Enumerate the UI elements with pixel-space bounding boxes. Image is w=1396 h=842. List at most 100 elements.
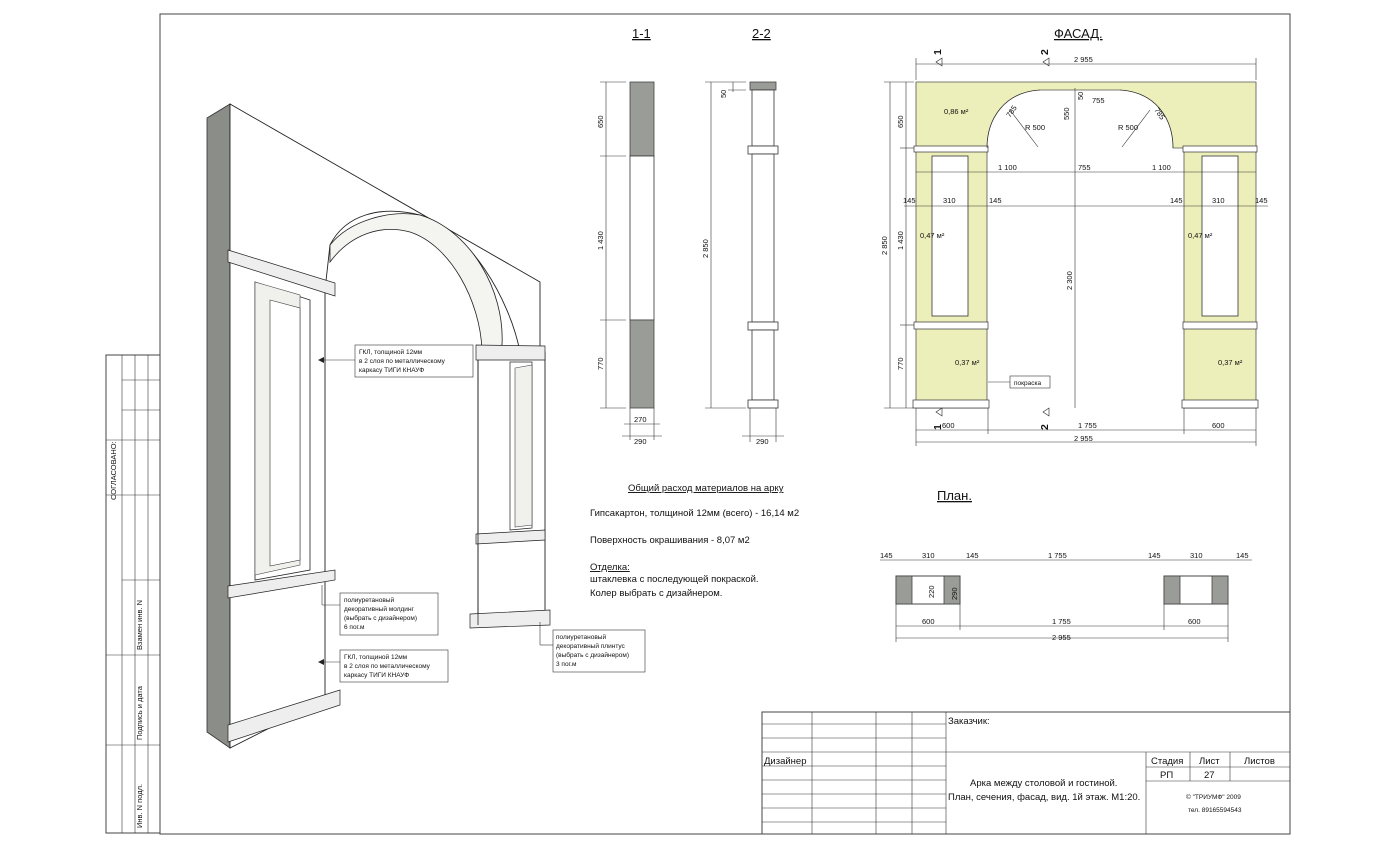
svg-text:2: 2 xyxy=(1039,49,1051,55)
callout-gkl-top: ГКЛ, толщиной 12мм в 2 слоя по металличе… xyxy=(318,344,474,378)
svg-text:каркасу ТИГИ КНАУФ: каркасу ТИГИ КНАУФ xyxy=(359,367,424,374)
designer-label: Дизайнер xyxy=(764,756,807,767)
svg-text:в 2 слоя по металлическому: в 2 слоя по металлическому xyxy=(344,663,431,670)
svg-text:50: 50 xyxy=(719,90,728,98)
drawing-desc-1: Арка между столовой и гостиной. xyxy=(970,778,1117,789)
callout-molding: полиуретановый декоративный молдинг (выб… xyxy=(321,585,439,636)
svg-text:Листов: Листов xyxy=(1244,756,1275,767)
plan-view: План. 145 310 145 1 755 145 310 145 220 … xyxy=(880,488,1252,642)
sheet-frame xyxy=(159,13,1291,835)
svg-text:270: 270 xyxy=(634,415,647,424)
svg-text:310: 310 xyxy=(922,551,935,560)
svg-text:2 850: 2 850 xyxy=(880,236,889,255)
svg-text:145: 145 xyxy=(1170,196,1183,205)
section-2-2: 2-2 50 2 850 290 xyxy=(701,26,784,446)
stamp-vzam-inv: Взамен инв. N xyxy=(135,600,144,650)
section-1-1-title: 1-1 xyxy=(632,26,651,41)
svg-text:1 755: 1 755 xyxy=(1048,551,1067,560)
svg-text:145: 145 xyxy=(989,196,1002,205)
svg-text:755: 755 xyxy=(1092,96,1105,105)
svg-text:(выбрать с дизайнером): (выбрать с дизайнером) xyxy=(344,614,417,622)
svg-text:6 пог.м: 6 пог.м xyxy=(344,624,365,631)
finish-line-1: штаклевка с последующей покраской. xyxy=(590,574,759,585)
svg-text:декоративный плинтус: декоративный плинтус xyxy=(556,642,626,650)
svg-text:Лист: Лист xyxy=(1199,756,1220,767)
svg-text:290: 290 xyxy=(634,437,647,446)
svg-text:декоративный молдинг: декоративный молдинг xyxy=(344,605,415,613)
section-1-1: 1-1 650 1 430 770 270 290 xyxy=(596,26,662,446)
svg-text:0,37 м²: 0,37 м² xyxy=(955,358,980,367)
stamp-soglasovano: СОГЛАСОВАНО: xyxy=(109,441,118,500)
svg-text:600: 600 xyxy=(1212,421,1225,430)
svg-text:145: 145 xyxy=(1255,196,1268,205)
svg-text:145: 145 xyxy=(903,196,916,205)
facade-view: ФАСАД. 2 955 1 2 1 2 785 50 755 785 xyxy=(880,26,1268,446)
svg-text:600: 600 xyxy=(922,617,935,626)
svg-text:310: 310 xyxy=(1212,196,1225,205)
svg-text:Стадия: Стадия xyxy=(1151,756,1183,767)
svg-text:2 955: 2 955 xyxy=(1052,633,1071,642)
svg-text:полиуретановый: полиуретановый xyxy=(344,596,394,604)
svg-text:310: 310 xyxy=(1190,551,1203,560)
svg-text:в 2 слоя по металлическому: в 2 слоя по металлическому xyxy=(359,358,446,365)
svg-text:290: 290 xyxy=(950,587,959,600)
finish-title: Отделка: xyxy=(590,562,630,573)
svg-text:2 300: 2 300 xyxy=(1065,271,1074,290)
svg-text:785: 785 xyxy=(1004,104,1019,119)
plan-title: План. xyxy=(937,488,972,503)
svg-text:50: 50 xyxy=(1076,92,1085,100)
copyright: © "ТРИУМФ" 2009 xyxy=(1186,793,1241,801)
svg-text:600: 600 xyxy=(942,421,955,430)
svg-text:1: 1 xyxy=(932,424,944,430)
svg-text:2 955: 2 955 xyxy=(1074,55,1093,64)
svg-text:2 955: 2 955 xyxy=(1074,434,1093,443)
svg-text:2 850: 2 850 xyxy=(701,239,710,258)
svg-text:(выбрать с дизайнером): (выбрать с дизайнером) xyxy=(556,651,629,659)
stage-value: РП xyxy=(1160,770,1173,781)
svg-text:600: 600 xyxy=(1188,617,1201,626)
svg-text:1 430: 1 430 xyxy=(596,231,605,250)
svg-text:1 100: 1 100 xyxy=(998,163,1017,172)
svg-text:145: 145 xyxy=(1236,551,1249,560)
svg-text:0,47 м²: 0,47 м² xyxy=(1188,231,1213,240)
stamp-podpis-data: Подпись и дата xyxy=(135,685,144,740)
callout-gkl-bottom: ГКЛ, толщиной 12мм в 2 слоя по металличе… xyxy=(318,649,449,683)
materials-title: Общий расход материалов на арку xyxy=(628,483,784,494)
svg-text:ГКЛ, толщиной 12мм: ГКЛ, толщиной 12мм xyxy=(359,348,423,356)
callout-plinth: полиуретановый декоративный плинтус (выб… xyxy=(539,622,646,673)
finish-line-2: Колер выбрать с дизайнером. xyxy=(590,588,722,599)
svg-text:каркасу ТИГИ КНАУФ: каркасу ТИГИ КНАУФ xyxy=(344,672,409,679)
svg-text:0,47 м²: 0,47 м² xyxy=(920,231,945,240)
svg-text:0,37 м²: 0,37 м² xyxy=(1218,358,1243,367)
svg-text:1 755: 1 755 xyxy=(1078,421,1097,430)
side-stamp: СОГЛАСОВАНО: Взамен инв. N Подпись и дат… xyxy=(105,354,161,834)
svg-text:290: 290 xyxy=(756,437,769,446)
svg-text:1 100: 1 100 xyxy=(1152,163,1171,172)
svg-text:145: 145 xyxy=(880,551,893,560)
svg-text:310: 310 xyxy=(943,196,956,205)
paint-label: покраска xyxy=(1014,380,1041,387)
svg-text:R 500: R 500 xyxy=(1118,123,1138,132)
phone: тел. 89165594543 xyxy=(1188,807,1242,814)
svg-text:220: 220 xyxy=(927,585,936,598)
materials-gkl: Гипсакартон, толщиной 12мм (всего) - 16,… xyxy=(590,508,799,519)
svg-text:1: 1 xyxy=(932,49,944,55)
svg-text:1 430: 1 430 xyxy=(896,231,905,250)
drawing-desc-2: План, сечения, фасад, вид. 1й этаж. М1:2… xyxy=(948,792,1140,803)
svg-text:770: 770 xyxy=(596,357,605,370)
svg-text:3 пог.м: 3 пог.м xyxy=(556,661,577,668)
customer-label: Заказчик: xyxy=(948,716,990,727)
sheet-value: 27 xyxy=(1204,770,1215,781)
svg-text:2: 2 xyxy=(1039,424,1051,430)
section-2-2-title: 2-2 xyxy=(752,26,771,41)
stamp-inv-podl: Инв. N подл. xyxy=(135,784,144,828)
svg-text:1 755: 1 755 xyxy=(1052,617,1071,626)
facade-title: ФАСАД. xyxy=(1054,26,1103,41)
svg-text:R 500: R 500 xyxy=(1025,123,1045,132)
perspective-view xyxy=(206,103,551,749)
svg-text:ГКЛ, толщиной 12мм: ГКЛ, толщиной 12мм xyxy=(344,653,408,661)
svg-text:650: 650 xyxy=(896,115,905,128)
svg-text:0,86 м²: 0,86 м² xyxy=(944,107,969,116)
